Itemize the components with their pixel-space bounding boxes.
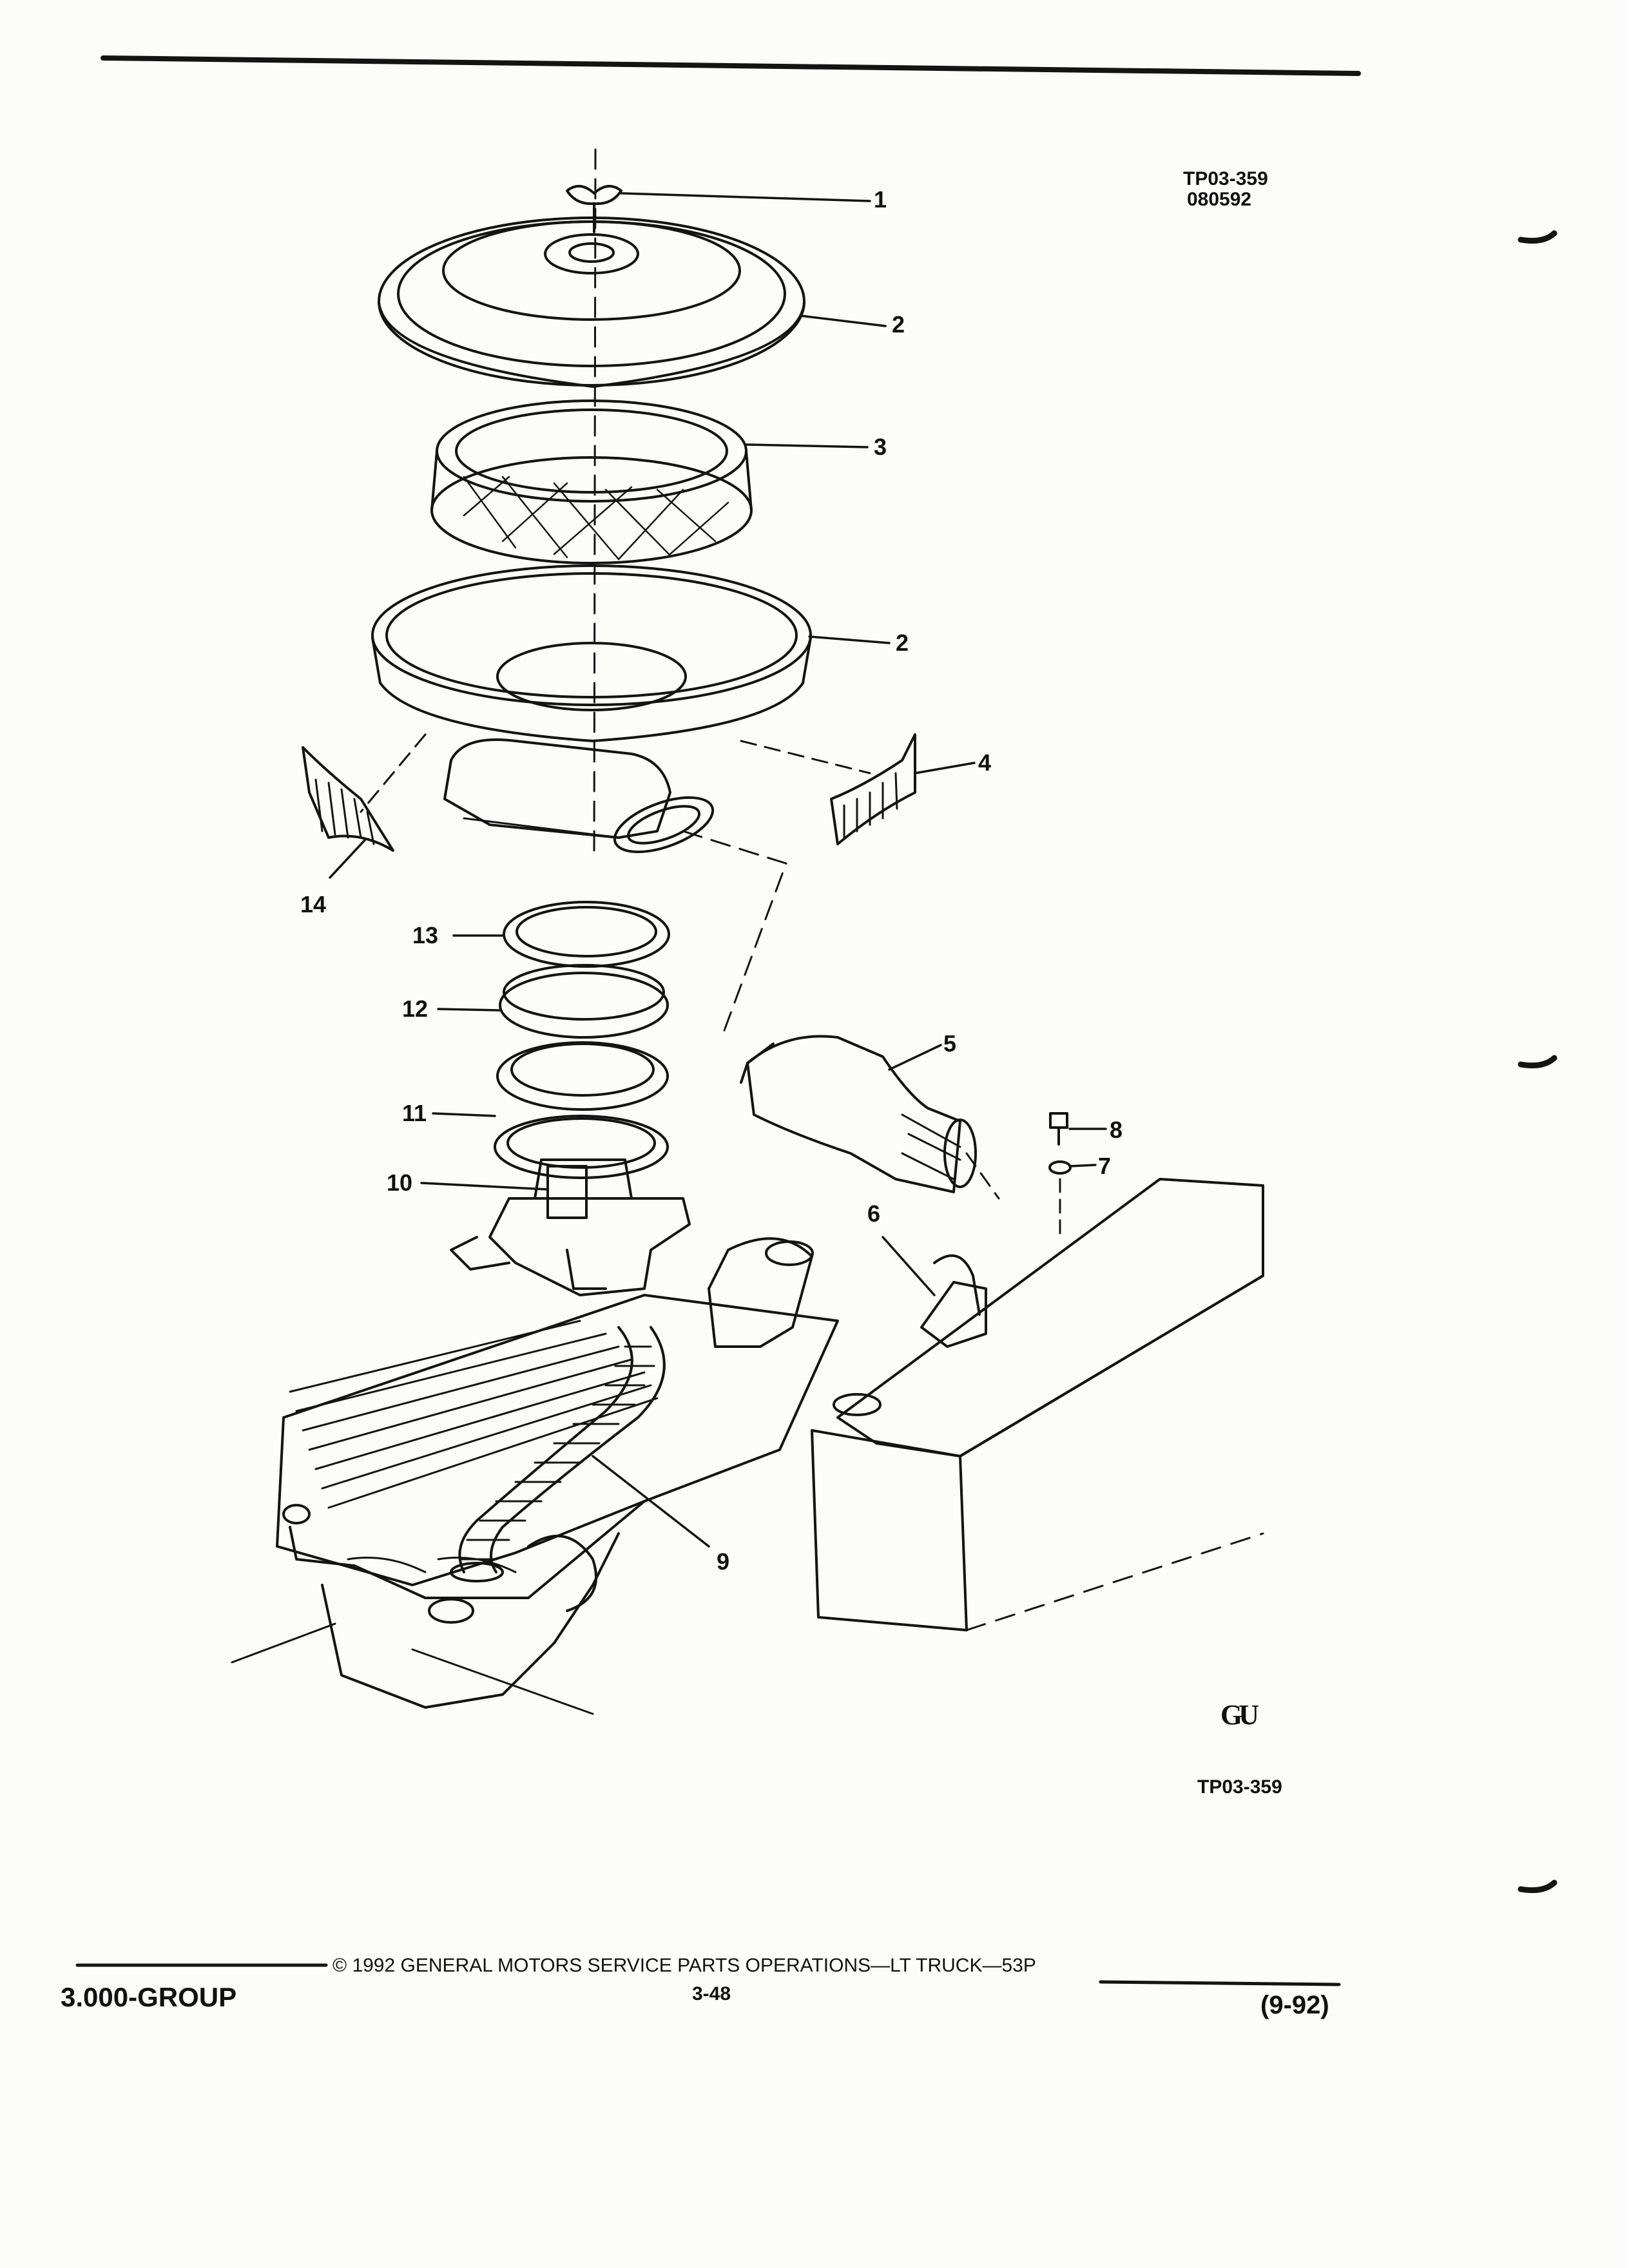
callout-6: 6 <box>867 1200 881 1227</box>
wing-nut <box>566 185 622 233</box>
date-code-text: 080592 <box>1187 188 1252 210</box>
header-rule <box>101 55 1361 76</box>
callout-7: 7 <box>1098 1153 1112 1179</box>
leader-5 <box>888 1044 942 1071</box>
callout-14: 14 <box>300 891 327 918</box>
copyright-line: © 1992 GENERAL MOTORS SERVICE PARTS OPER… <box>333 1955 1036 1976</box>
leader-11 <box>432 1112 496 1117</box>
callout-3: 3 <box>874 434 887 460</box>
air-filter-element <box>430 399 753 564</box>
callout-10: 10 <box>387 1169 413 1196</box>
punch-mark <box>1518 1055 1557 1069</box>
group-label: 3.000-GROUP <box>61 1982 237 2012</box>
pcv-hose <box>450 1326 666 1582</box>
figure-code-top: TP03-359 080592 <box>1183 169 1268 209</box>
inlet-snorkel <box>443 738 715 854</box>
leader-2b <box>808 635 891 644</box>
figure-code-text: TP03-359 <box>1183 168 1268 189</box>
footer-rule-right <box>1099 1980 1341 1986</box>
throttle-body <box>450 1158 691 1296</box>
intake-duct <box>740 1035 977 1193</box>
bracket <box>920 1254 987 1348</box>
battery-box <box>811 1178 1264 1631</box>
leader-2a <box>799 314 887 327</box>
punch-mark <box>1518 1879 1557 1894</box>
leader-3 <box>745 443 869 448</box>
engine-block <box>231 1294 839 1715</box>
revision-date: (9-92) <box>1260 1991 1329 2019</box>
center-axis <box>593 148 597 858</box>
callout-8: 8 <box>1110 1117 1123 1143</box>
callout-9: 9 <box>717 1548 730 1575</box>
leader-1 <box>620 192 871 202</box>
leader-7 <box>1068 1164 1097 1168</box>
decal-left <box>302 746 394 852</box>
thermostat-housing <box>708 1237 814 1348</box>
figure-code-bottom: TP03-359 <box>1197 1776 1282 1798</box>
leader-9 <box>592 1455 710 1548</box>
punch-mark <box>1518 230 1557 244</box>
leader-12 <box>437 1008 501 1012</box>
bolt-and-washer <box>1048 1112 1072 1238</box>
callout-2-base: 2 <box>896 629 909 656</box>
decal-right <box>830 733 916 845</box>
leader-6 <box>882 1236 936 1296</box>
callout-12: 12 <box>402 995 429 1022</box>
callout-11: 11 <box>402 1100 427 1126</box>
callout-1: 1 <box>874 186 887 213</box>
gasket-stack <box>494 901 670 1179</box>
air-cleaner-cover <box>378 216 805 388</box>
leader-4 <box>914 762 976 774</box>
callout-13: 13 <box>412 922 439 948</box>
page-number: 3-48 <box>692 1983 731 2004</box>
air-cleaner-base <box>371 564 812 742</box>
callout-5: 5 <box>943 1030 957 1057</box>
callout-4: 4 <box>978 749 992 776</box>
leader-10 <box>420 1182 549 1191</box>
callout-2-cover: 2 <box>892 311 905 338</box>
leader-14 <box>329 839 366 879</box>
gm-logo: GU <box>1220 1699 1259 1731</box>
